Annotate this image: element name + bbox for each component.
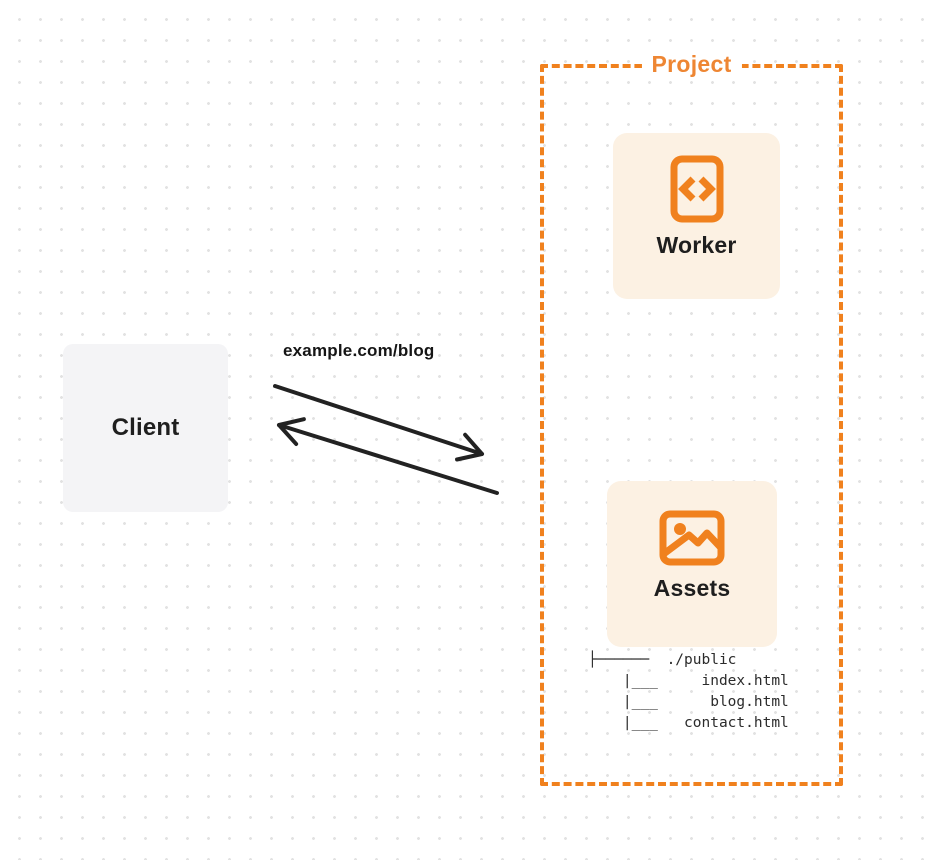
image-icon [659, 510, 725, 566]
project-container: Project [540, 51, 843, 786]
request-url-label: example.com/blog [283, 341, 435, 360]
assets-node: Assets [607, 481, 777, 647]
request-arrow [273, 384, 484, 462]
response-arrow [277, 417, 499, 495]
project-label: Project [641, 51, 742, 78]
worker-node: Worker [613, 133, 780, 299]
assets-file-tree: ├────── ./public |___ index.html |___ bl… [588, 652, 789, 731]
client-node: Client [63, 344, 228, 512]
worker-label: Worker [656, 232, 737, 258]
client-label: Client [111, 414, 180, 441]
code-document-icon [670, 155, 723, 223]
assets-label: Assets [653, 575, 731, 601]
